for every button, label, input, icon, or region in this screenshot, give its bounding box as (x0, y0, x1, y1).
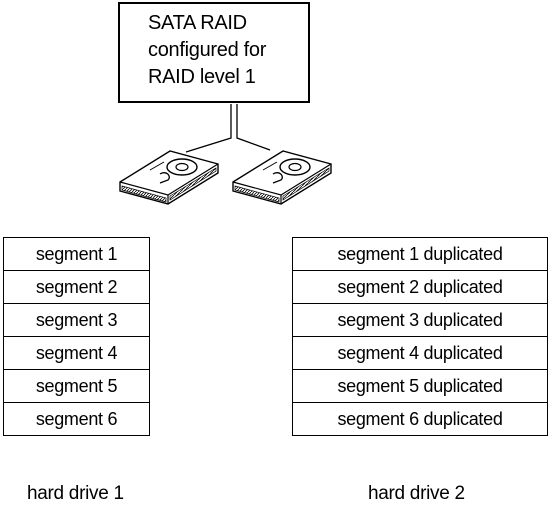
segment-cell: segment 3 (3, 303, 150, 337)
table-row: segment 3 duplicated (292, 303, 548, 337)
hard-drive-2-segment-table: segment 1 duplicated segment 2 duplicate… (292, 237, 548, 436)
table-row: segment 4 duplicated (292, 336, 548, 370)
hard-drive-1-segment-table: segment 1 segment 2 segment 3 segment 4 … (3, 237, 150, 436)
segment-cell: segment 6 (3, 402, 150, 436)
table-row: segment 5 (3, 369, 150, 403)
segment-cell: segment 6 duplicated (292, 402, 548, 436)
segment-cell: segment 3 duplicated (292, 303, 548, 337)
hard-drive-2-label: hard drive 2 (368, 483, 465, 504)
table-row: segment 6 duplicated (292, 402, 548, 436)
table-row: segment 6 (3, 402, 150, 436)
segment-cell: segment 4 duplicated (292, 336, 548, 370)
hard-drive-1-label: hard drive 1 (27, 483, 124, 504)
table-row: segment 2 (3, 270, 150, 304)
segment-cell: segment 5 duplicated (292, 369, 548, 403)
drives-illustration (119, 104, 332, 205)
hard-drive-icon (232, 150, 332, 205)
segment-cell: segment 1 (3, 237, 150, 271)
raid-configuration-box: SATA RAID configured for RAID level 1 (118, 2, 310, 103)
connector-lines (185, 104, 271, 153)
segment-cell: segment 2 duplicated (292, 270, 548, 304)
segment-cell: segment 5 (3, 369, 150, 403)
table-row: segment 1 (3, 237, 150, 271)
segment-cell: segment 2 (3, 270, 150, 304)
table-row: segment 3 (3, 303, 150, 337)
raid-box-line: RAID level 1 (148, 66, 256, 88)
table-row: segment 5 duplicated (292, 369, 548, 403)
raid-box-line: SATA RAID (148, 12, 247, 34)
table-row: segment 4 (3, 336, 150, 370)
hard-drive-icon (119, 150, 219, 205)
table-row: segment 1 duplicated (292, 237, 548, 271)
table-row: segment 2 duplicated (292, 270, 548, 304)
raid-box-line: configured for (148, 39, 267, 61)
segment-cell: segment 4 (3, 336, 150, 370)
segment-cell: segment 1 duplicated (292, 237, 548, 271)
